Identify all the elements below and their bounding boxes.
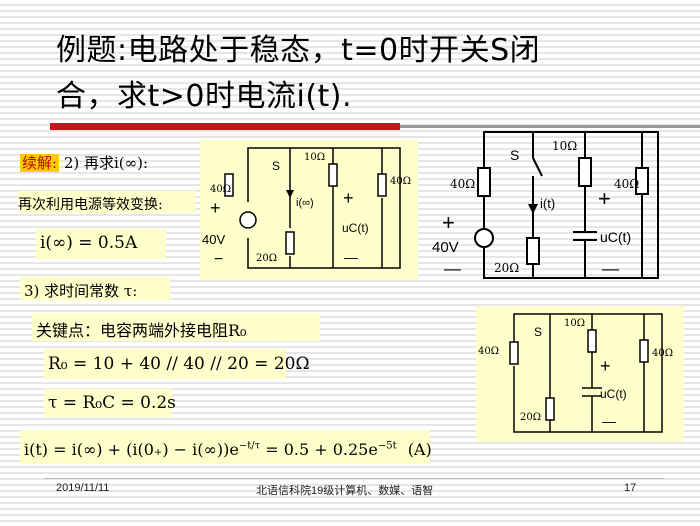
key-point-panel (32, 313, 320, 341)
source-plus: + (210, 198, 221, 218)
final-unit: (A) (407, 440, 432, 459)
source-voltage: 40V (202, 232, 225, 247)
cap-minus: — (602, 259, 619, 278)
title-line-2: 合，求t>0时电流i(t). (56, 79, 353, 114)
r40-right-label: 40Ω (390, 176, 411, 187)
voltage-source-icon (474, 228, 494, 248)
title-underline-grey (400, 125, 700, 128)
final-exp-1: −t/τ (238, 440, 261, 452)
uc-label: uC(t) (600, 229, 631, 245)
i-inf-result: i(∞) = 0.5A (40, 233, 138, 253)
circuit-left-diagram: S 10Ω 40Ω 40Ω 20Ω + 40V − i(∞) + uC(t) — (200, 140, 418, 280)
r40-right-label: 40Ω (652, 348, 673, 359)
final-panel (20, 430, 430, 464)
tau-equation: τ = R₀C = 0.2s (48, 393, 176, 413)
switch-label: S (272, 159, 280, 173)
footer-date: 2019/11/11 (56, 482, 110, 494)
uc-label: uC(t) (600, 387, 627, 401)
r0-equation: R₀ = 10 + 40 // 40 // 20 = 20Ω (48, 354, 310, 374)
step-3-panel (20, 277, 170, 301)
source-minus: − (214, 251, 223, 268)
step-2-text: 2) 再求i(∞): (63, 154, 149, 172)
r10-label: 10Ω (552, 139, 577, 153)
transform-panel (18, 191, 196, 213)
resistor-40-right-icon (639, 339, 649, 363)
resistor-10-icon (587, 329, 597, 353)
cap-plus: + (343, 188, 354, 208)
source-plus: + (442, 210, 455, 235)
switch-label: S (534, 325, 542, 339)
source-minus: — (444, 259, 461, 278)
footer-page: 17 (624, 482, 637, 494)
footer-center: 北语信科院19级计算机、数媒、语智 (256, 485, 434, 497)
continued-label: 续解: (20, 154, 60, 172)
resistor-10-icon (328, 163, 338, 187)
current-label: i(∞) (296, 197, 314, 209)
r40-label: 40Ω (478, 346, 499, 357)
cap-minus: — (344, 249, 358, 265)
resistor-20-icon (526, 237, 540, 265)
circuit-small-diagram: S 10Ω 40Ω 40Ω 20Ω + uC(t) — (476, 306, 684, 442)
r0-panel (44, 349, 286, 379)
resistor-40-icon (224, 173, 234, 197)
resistor-20-icon (285, 231, 295, 255)
voltage-source-icon (239, 211, 257, 229)
final-lhs: i(t) = i(∞) + (i(0₊) − i(∞))e (24, 440, 239, 459)
cap-minus: — (602, 413, 616, 429)
final-exp-2: −5t (377, 440, 397, 452)
key-point-text: 关键点：电容两端外接电阻R₀ (36, 321, 247, 340)
r40-label: 40Ω (450, 177, 475, 191)
tau-panel (44, 389, 172, 417)
r20-label: 20Ω (256, 253, 277, 264)
switch-label: S (510, 147, 519, 163)
r20-label: 20Ω (520, 412, 541, 423)
step-2-line: 续解: 2) 再求i(∞): (20, 152, 148, 173)
r40-label: 40Ω (210, 184, 231, 195)
transform-text: 再次利用电源等效变换: (18, 197, 163, 213)
resistor-20-icon (545, 397, 555, 421)
r40-right-label: 40Ω (614, 177, 639, 191)
resistor-40-right-icon (377, 173, 387, 197)
uc-label: uC(t) (342, 221, 369, 235)
i-inf-panel (36, 229, 166, 259)
r10-label: 10Ω (564, 318, 585, 329)
cap-plus: + (598, 186, 611, 211)
final-equation: i(t) = i(∞) + (i(0₊) − i(∞))e−t/τ = 0.5 … (24, 440, 432, 459)
cap-plus: + (600, 356, 611, 376)
footer-divider (44, 478, 664, 479)
r20-label: 20Ω (494, 261, 519, 275)
resistor-40-icon (477, 167, 491, 197)
resistor-10-icon (578, 157, 592, 187)
source-voltage: 40V (432, 239, 459, 256)
slide-title: 例题:电路处于稳态，t=0时开关S闭 合，求t>0时电流i(t). (56, 28, 676, 120)
circuit-main-diagram: S 10Ω 40Ω 40Ω 20Ω + 40V — i(t) + uC(t) — (432, 131, 659, 279)
title-underline-red (50, 123, 400, 130)
step-3-text: 3) 求时间常数 τ: (24, 282, 138, 300)
title-line-1: 例题:电路处于稳态，t=0时开关S闭 (56, 33, 541, 68)
r10-label: 10Ω (304, 152, 325, 163)
current-label: i(t) (540, 196, 555, 211)
resistor-40-icon (509, 341, 519, 365)
final-mid: = 0.5 + 0.25e (260, 440, 378, 459)
resistor-40-right-icon (635, 167, 649, 195)
